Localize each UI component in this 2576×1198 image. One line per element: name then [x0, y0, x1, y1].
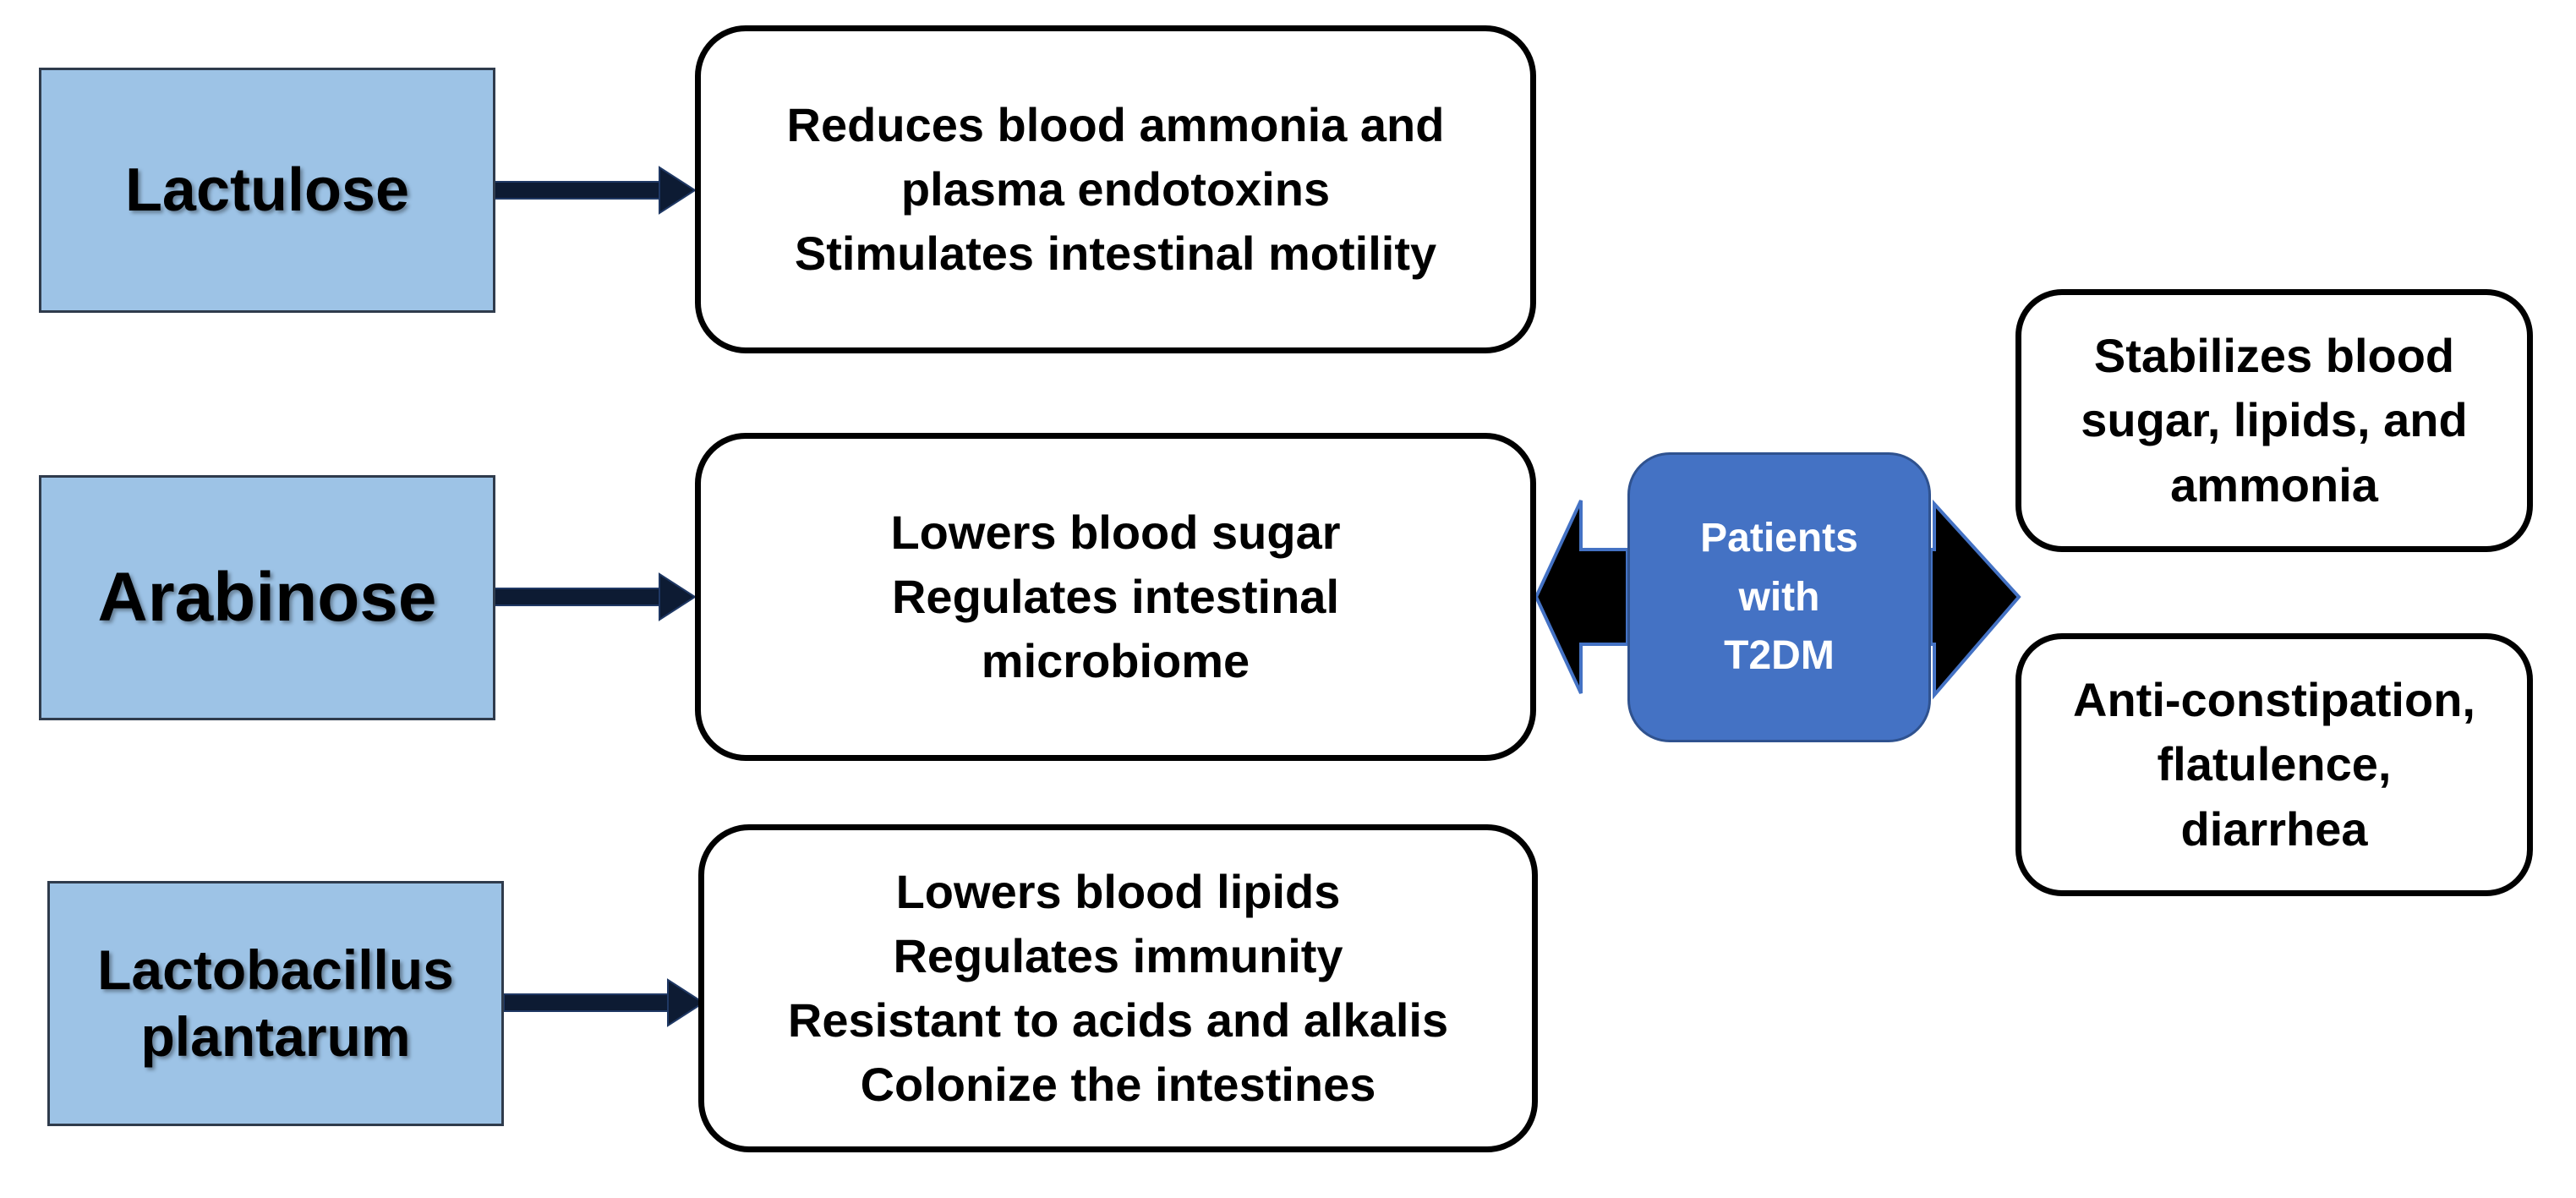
arrow-center-to-middle-effect — [1534, 500, 1629, 694]
component-lactulose: Lactulose — [39, 68, 495, 313]
effect-box-arabinose: Lowers blood sugar Regulates intestinal … — [695, 433, 1536, 761]
effect-lactulose-line-3: Stimulates intestinal motility — [794, 227, 1437, 281]
effect-lactulose-line-2: plasma endotoxins — [900, 161, 1331, 216]
arrow-lactobacillus-to-effect — [503, 978, 705, 1027]
center-line-3: T2DM — [1724, 633, 1835, 679]
effect-arabinose-line-1: Lowers blood sugar — [890, 505, 1341, 559]
component-arabinose-label: Arabinose — [97, 558, 437, 636]
effect-lactobacillus-line-3: Resistant to acids and alkalis — [787, 993, 1449, 1047]
outcome-box-anti-constipation: Anti-constipation, flatulence, diarrhea — [2015, 633, 2533, 896]
center-line-1: Patients — [1700, 516, 1858, 561]
component-arabinose: Arabinose — [39, 475, 495, 720]
outcome-anti-constipation-line-2: flatulence, — [2157, 737, 2392, 791]
effect-lactobacillus-line-1: Lowers blood lipids — [895, 864, 1341, 918]
effect-arabinose-line-3: microbiome — [981, 634, 1250, 688]
effect-box-lactulose: Reduces blood ammonia and plasma endotox… — [695, 25, 1536, 353]
component-lactobacillus-line-1: Lactobacillus — [97, 938, 454, 1001]
outcome-anti-constipation-line-3: diarrhea — [2180, 801, 2368, 856]
effect-lactulose-line-1: Reduces blood ammonia and — [786, 97, 1445, 151]
outcome-stabilizes-line-1: Stabilizes blood — [2093, 329, 2455, 383]
component-lactobacillus-line-2: plantarum — [140, 1005, 411, 1068]
outcome-stabilizes-line-2: sugar, lipids, and — [2081, 393, 2468, 447]
arrow-lactulose-to-effect — [494, 166, 697, 215]
arrow-center-to-outcomes — [1929, 499, 2021, 700]
component-lactobacillus-plantarum: Lactobacillus plantarum — [47, 881, 504, 1126]
patients-with-t2dm-box: Patients with T2DM — [1627, 452, 1931, 742]
component-lactulose-label: Lactulose — [124, 156, 410, 224]
effect-lactobacillus-line-4: Colonize the intestines — [860, 1058, 1376, 1112]
arrow-arabinose-to-effect — [494, 572, 697, 621]
outcome-stabilizes-line-3: ammonia — [2170, 457, 2378, 511]
effect-lactobacillus-line-2: Regulates immunity — [893, 928, 1343, 982]
effect-arabinose-line-2: Regulates intestinal — [891, 569, 1340, 623]
outcome-anti-constipation-line-1: Anti-constipation, — [2073, 673, 2475, 727]
center-line-2: with — [1738, 574, 1820, 620]
outcome-box-stabilizes: Stabilizes blood sugar, lipids, and ammo… — [2015, 289, 2533, 552]
effect-box-lactobacillus: Lowers blood lipids Regulates immunity R… — [698, 824, 1538, 1152]
